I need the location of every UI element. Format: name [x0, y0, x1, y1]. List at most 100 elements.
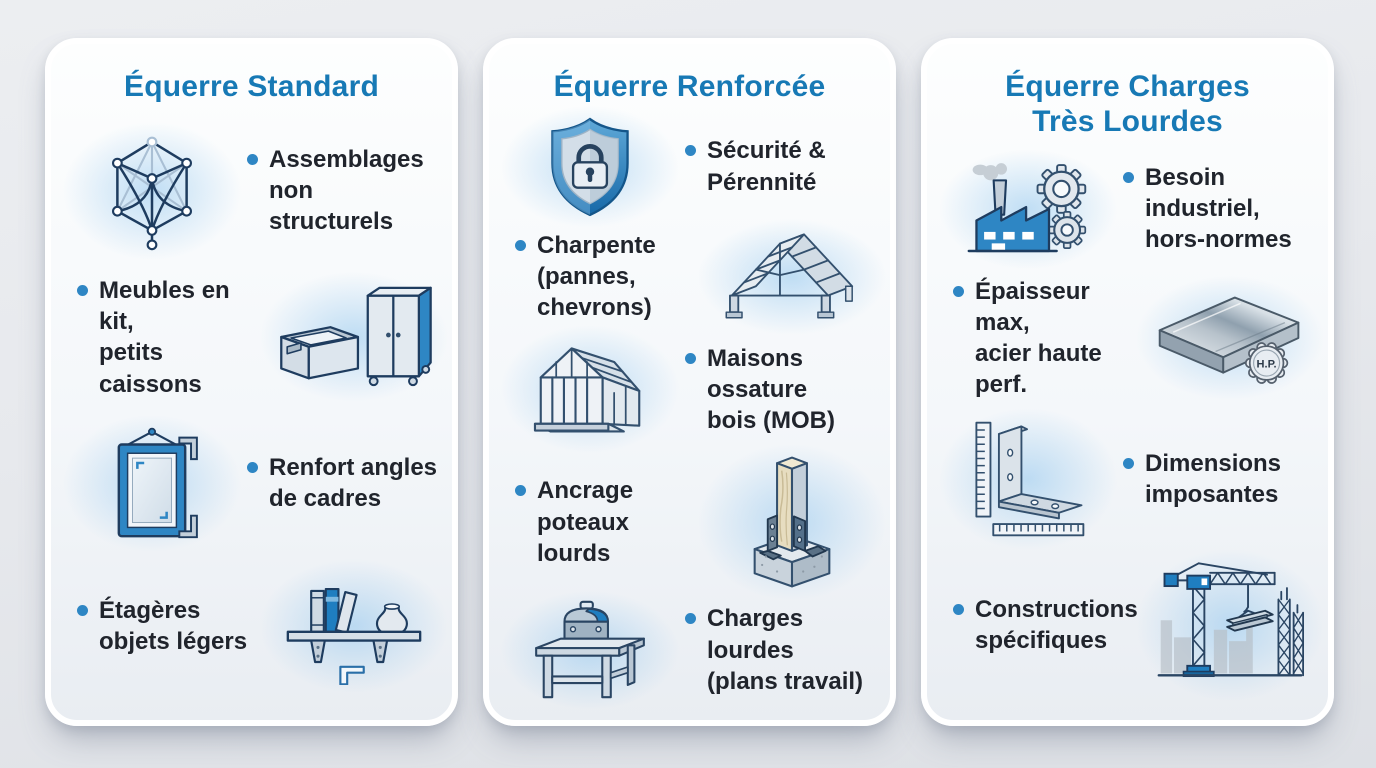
- icon-box: [939, 407, 1117, 550]
- post-anchor-icon: [753, 456, 831, 588]
- bullet-item: Assemblages non structurels: [247, 144, 442, 238]
- crane-icon: [1157, 562, 1305, 677]
- text-line: Étagères: [99, 596, 201, 624]
- cards-board: Équerre Standard: [45, 38, 1334, 726]
- row-industriel: Besoin industriel, hors-normes: [937, 148, 1318, 269]
- text-line: Charpente: [537, 231, 656, 259]
- card-title-line1: Équerre Standard: [124, 70, 379, 103]
- row-ancrage: Ancrage poteaux lourds: [499, 444, 886, 601]
- text-line: (plans travail): [707, 667, 864, 695]
- bullet-dot: [1123, 171, 1134, 183]
- card-title: Équerre Renforcée: [554, 70, 826, 105]
- text-line: Besoin industriel,: [1145, 163, 1260, 223]
- row-renfort: Renfort angles de cadres: [61, 414, 442, 552]
- icon-box: [501, 591, 679, 710]
- text-line: hors-normes: [1145, 226, 1292, 254]
- text-line: Charges lourdes: [707, 605, 804, 664]
- text-line: non structurels: [269, 177, 394, 236]
- card-title-line2: Très Lourdes: [1032, 104, 1223, 138]
- text-line: Meubles en kit,: [99, 276, 230, 336]
- hp-badge-label: H.P.: [1257, 359, 1277, 371]
- icon-box: [939, 148, 1117, 269]
- bullet-text: Renfort angles de cadres: [269, 452, 437, 514]
- icon-box: [260, 272, 448, 403]
- steel-plate-hp-icon: H.P.: [1158, 296, 1300, 385]
- workbench-icon: [535, 600, 645, 699]
- bullet-text: Sécurité & Pérennité: [707, 135, 826, 197]
- roof-truss-icon: [725, 232, 854, 318]
- text-line: imposantes: [1145, 480, 1279, 508]
- row-securite: Sécurité & Pérennité: [499, 105, 880, 228]
- text-line: de cadres: [269, 485, 382, 513]
- row-charges-lourdes: Charges lourdes (plans travail): [499, 591, 880, 710]
- bullet-text: Charges lourdes (plans travail): [707, 603, 880, 697]
- bullet-dot: [77, 604, 88, 616]
- bullet-item: Maisons ossature bois (MOB): [685, 343, 880, 437]
- bullet-text: Étagères objets légers: [99, 595, 247, 657]
- icon-box: [698, 444, 886, 601]
- text-line: (pannes, chevrons): [537, 262, 652, 322]
- bullet-dot: [685, 145, 696, 157]
- card-title: Équerre Charges Très Lourdes: [1005, 70, 1250, 140]
- card-rows: Sécurité & Pérennité Charpente (pannes, …: [499, 105, 886, 710]
- bullet-dot: [953, 285, 964, 297]
- bullet-item: Dimensions imposantes: [1123, 448, 1281, 510]
- bullet-item: Sécurité & Pérennité: [685, 135, 826, 197]
- bullet-dot: [77, 284, 88, 296]
- row-assemblages: Assemblages non structurels: [61, 121, 442, 260]
- text-line: Pérennité: [707, 168, 817, 196]
- card-title-line1: Équerre Charges: [1005, 70, 1250, 103]
- bullet-text: Assemblages non structurels: [269, 144, 442, 238]
- row-meubles: Meubles en kit, petits caissons: [61, 272, 448, 403]
- row-mob: Maisons ossature bois (MOB): [499, 325, 880, 454]
- bullet-text: Ancrage poteaux lourds: [537, 475, 706, 569]
- bullet-item: Meubles en kit, petits caissons: [77, 275, 268, 400]
- text-line: bois (MOB): [707, 406, 835, 434]
- bullet-dot: [685, 352, 696, 364]
- bullet-dot: [953, 603, 964, 615]
- icon-box: H.P.: [1136, 276, 1324, 401]
- text-line: Ancrage poteaux: [537, 477, 634, 536]
- bullet-item: Charges lourdes (plans travail): [685, 603, 880, 697]
- text-line: Constructions: [975, 595, 1138, 623]
- bullet-text: Maisons ossature bois (MOB): [707, 343, 880, 437]
- icon-box: [63, 414, 241, 552]
- text-line: spécifiques: [975, 626, 1108, 654]
- text-line: petits caissons: [99, 339, 202, 398]
- card-equerre-charges-tres-lourdes: Équerre Charges Très Lourdes: [921, 38, 1334, 726]
- text-line: Sécurité &: [707, 137, 826, 165]
- bullet-item: Constructions spécifiques: [953, 594, 1138, 656]
- bullet-item: Besoin industriel, hors-normes: [1123, 162, 1318, 256]
- shield-lock-icon: [551, 117, 629, 216]
- bullet-dot: [247, 462, 258, 474]
- card-rows: Besoin industriel, hors-normes Épaisseur…: [937, 142, 1324, 708]
- bullet-dot: [515, 485, 526, 497]
- text-line: Dimensions: [1145, 449, 1282, 477]
- icon-box: [1136, 548, 1324, 701]
- wireframe-cube-icon: [112, 136, 192, 251]
- text-line: Assemblages: [269, 146, 424, 174]
- row-constructions: Constructions spécifiques: [937, 548, 1324, 701]
- card-equerre-standard: Équerre Standard: [45, 38, 458, 726]
- icon-box: [501, 325, 679, 454]
- icon-box: [698, 218, 886, 335]
- card-title-line1: Équerre Renforcée: [553, 70, 826, 103]
- bullet-dot: [515, 239, 526, 251]
- bullet-item: Épaisseur max, acier haute perf.: [953, 276, 1144, 401]
- row-dimensions: Dimensions imposantes: [937, 407, 1318, 550]
- bullet-text: Charpente (pannes, chevrons): [537, 230, 706, 324]
- bullet-dot: [1123, 457, 1134, 469]
- kit-furniture-icon: [280, 287, 432, 387]
- picture-frame-icon: [117, 427, 198, 538]
- bullet-text: Meubles en kit, petits caissons: [99, 275, 268, 400]
- row-etageres: Étagères objets légers: [61, 558, 448, 693]
- bullet-item: Charpente (pannes, chevrons): [515, 230, 706, 324]
- bullet-text: Épaisseur max, acier haute perf.: [975, 276, 1144, 401]
- icon-box: [501, 105, 679, 228]
- bullet-item: Étagères objets légers: [77, 595, 247, 657]
- text-line: Épaisseur max,: [975, 277, 1090, 337]
- timber-frame-house-icon: [533, 347, 641, 433]
- bullet-text: Besoin industriel, hors-normes: [1145, 162, 1318, 256]
- text-line: objets légers: [99, 627, 248, 655]
